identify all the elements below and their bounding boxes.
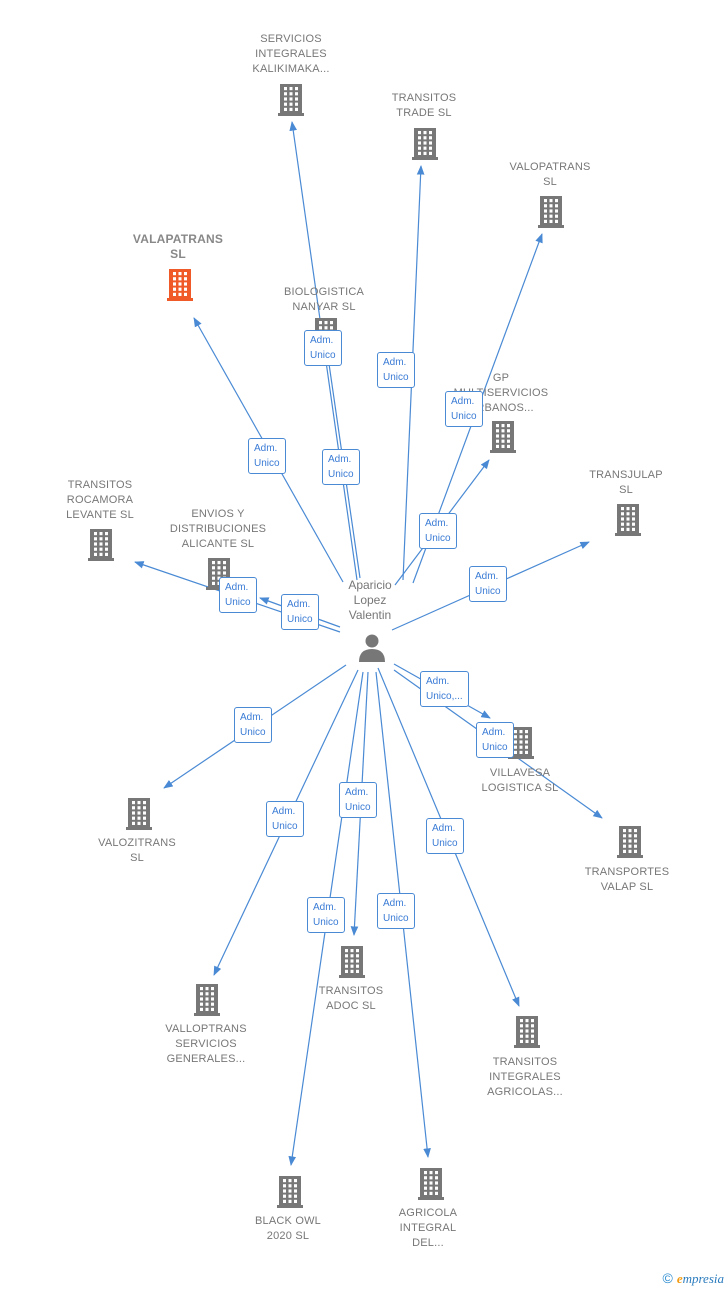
edge-role-label[interactable]: Adm. Unico bbox=[419, 513, 457, 549]
company-label[interactable]: TRANSITOS TRADE SL bbox=[391, 92, 457, 119]
person-icon[interactable] bbox=[359, 634, 385, 663]
edge-role-label[interactable]: Adm. Unico bbox=[445, 391, 483, 427]
edge-role-label[interactable]: Adm. Unico bbox=[304, 330, 342, 366]
edge-role-label[interactable]: Adm. Unico bbox=[377, 893, 415, 929]
building-icon[interactable] bbox=[126, 798, 152, 830]
company-label[interactable]: TRANSITOS ROCAMORA LEVANTE SL bbox=[66, 479, 134, 521]
company-label[interactable]: BLACK OWL 2020 SL bbox=[255, 1215, 321, 1242]
company-label[interactable]: TRANSITOS ADOC SL bbox=[318, 985, 384, 1012]
brand-name: mpresia bbox=[682, 1271, 724, 1286]
brand-initial: e bbox=[676, 1271, 683, 1286]
company-label[interactable]: SERVICIOS INTEGRALES KALIKIMAKA... bbox=[252, 33, 330, 75]
edge-role-label[interactable]: Adm. Unico bbox=[322, 449, 360, 485]
company-label[interactable]: VALOPATRANS SL bbox=[509, 161, 591, 188]
person-name[interactable]: Aparicio Lopez Valentin bbox=[348, 578, 392, 622]
company-label[interactable]: VALLOPTRANS SERVICIOS GENERALES... bbox=[165, 1023, 247, 1065]
building-icon[interactable] bbox=[88, 529, 114, 561]
building-icon[interactable] bbox=[418, 1168, 444, 1200]
building-icon[interactable] bbox=[514, 1016, 540, 1048]
company-label[interactable]: BIOLOGISTICA NANYAR SL bbox=[283, 286, 365, 313]
company-label[interactable]: VALOZITRANS SL bbox=[98, 837, 176, 864]
company-label[interactable]: AGRICOLA INTEGRAL DEL... bbox=[398, 1207, 458, 1249]
building-icon[interactable] bbox=[194, 984, 220, 1016]
edge-role-label[interactable]: Adm. Unico bbox=[339, 782, 377, 818]
company-label[interactable]: TRANSITOS INTEGRALES AGRICOLAS... bbox=[487, 1056, 563, 1098]
company-label[interactable]: TRANSJULAP SL bbox=[589, 469, 663, 496]
building-icon[interactable] bbox=[277, 1176, 303, 1208]
building-icon[interactable] bbox=[538, 196, 564, 228]
edge-role-label[interactable]: Adm. Unico bbox=[248, 438, 286, 474]
building-icon[interactable] bbox=[167, 269, 193, 301]
copyright-icon: © bbox=[662, 1270, 673, 1286]
edge-role-label[interactable]: Adm. Unico bbox=[281, 594, 319, 630]
brand-footer: ©empresia bbox=[662, 1270, 724, 1287]
building-icon[interactable] bbox=[412, 128, 438, 160]
edge-role-label[interactable]: Adm. Unico bbox=[307, 897, 345, 933]
company-label[interactable]: TRANSPORTES VALAP SL bbox=[584, 866, 670, 893]
company-label[interactable]: ENVIOS Y DISTRIBUCIONES ALICANTE SL bbox=[169, 508, 267, 550]
edge-role-label[interactable]: Adm. Unico bbox=[377, 352, 415, 388]
edge-role-label[interactable]: Adm. Unico bbox=[426, 818, 464, 854]
edge-role-label[interactable]: Adm. Unico,... bbox=[420, 671, 469, 707]
edge-role-label[interactable]: Adm. Unico bbox=[476, 722, 514, 758]
building-icon[interactable] bbox=[490, 421, 516, 453]
building-icon[interactable] bbox=[617, 826, 643, 858]
building-icon[interactable] bbox=[278, 84, 304, 116]
building-icon[interactable] bbox=[615, 504, 641, 536]
edge-role-label[interactable]: Adm. Unico bbox=[266, 801, 304, 837]
building-icon[interactable] bbox=[339, 946, 365, 978]
edge-role-label[interactable]: Adm. Unico bbox=[469, 566, 507, 602]
edge-role-label[interactable]: Adm. Unico bbox=[219, 577, 257, 613]
company-label[interactable]: VALAPATRANS SL bbox=[132, 232, 224, 261]
building-icon[interactable] bbox=[508, 727, 534, 759]
edge-role-label[interactable]: Adm. Unico bbox=[234, 707, 272, 743]
company-label[interactable]: VILLAVESA LOGISTICA SL bbox=[481, 767, 559, 794]
